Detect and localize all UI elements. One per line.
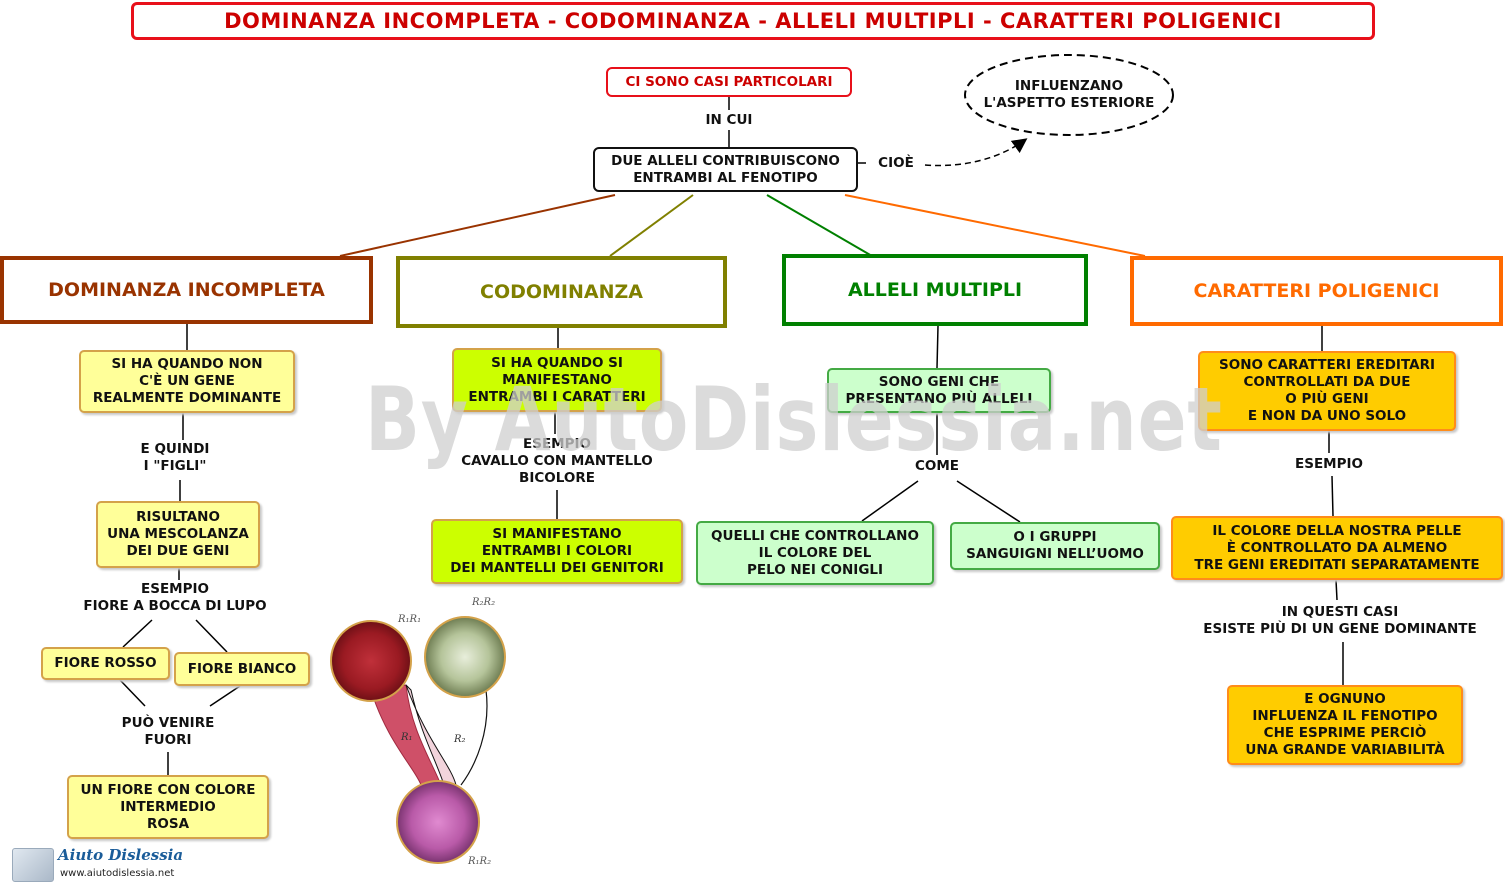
special-cases-box: CI SONO CASI PARTICOLARI bbox=[606, 67, 852, 97]
white-flower-box: FIORE BIANCO bbox=[174, 652, 310, 686]
category-caratteri-poligenici: CARATTERI POLIGENICI bbox=[1130, 256, 1503, 326]
col1-definition-box: SI HA QUANDO NON C'È UN GENE REALMENTE D… bbox=[79, 350, 295, 413]
col1-link-e-quindi: E QUINDI I "FIGLI" bbox=[140, 441, 210, 474]
red-flower-photo bbox=[330, 620, 412, 702]
category-alleli-multipli: ALLELI MULTIPLI bbox=[782, 254, 1088, 326]
link-in-cui: IN CUI bbox=[705, 112, 753, 128]
col1-link-esempio: ESEMPIO FIORE A BOCCA DI LUPO bbox=[83, 581, 267, 614]
dashed-ellipse bbox=[964, 54, 1174, 136]
col4-link-esempio: ESEMPIO bbox=[1295, 456, 1363, 472]
col1-mix-box: RISULTANO UNA MESCOLANZA DEI DUE GENI bbox=[96, 501, 260, 568]
col4-skin-box: IL COLORE DELLA NOSTRA PELLE È CONTROLLA… bbox=[1171, 516, 1503, 580]
r2r2-label: R₂R₂ bbox=[471, 597, 495, 608]
col2-colors-box: SI MANIFESTANO ENTRAMBI I COLORI DEI MAN… bbox=[431, 519, 683, 584]
category-codominanza: CODOMINANZA bbox=[396, 256, 727, 328]
exterior-influence-box: INFLUENZANO L'ASPETTO ESTERIORE bbox=[983, 78, 1155, 111]
col3-link-come: COME bbox=[914, 458, 960, 474]
book-icon bbox=[12, 848, 54, 882]
col3-rabbits-box: QUELLI CHE CONTROLLANO IL COLORE DEL PEL… bbox=[696, 521, 934, 585]
watermark: By AutoDislessia.net bbox=[365, 368, 1223, 471]
col2-definition-box: SI HA QUANDO SI MANIFESTANO ENTRAMBI I C… bbox=[452, 348, 662, 412]
logo-name: Aiuto Dislessia bbox=[58, 846, 184, 864]
r1r2-label: R₁R₂ bbox=[467, 856, 491, 867]
pink-flower-photo bbox=[396, 780, 480, 864]
col4-definition-box: SONO CARATTERI EREDITARI CONTROLLATI DA … bbox=[1198, 351, 1456, 431]
white-flower-photo bbox=[424, 616, 506, 698]
logo-url: www.aiutodislessia.net bbox=[60, 868, 175, 879]
two-alleles-box: DUE ALLELI CONTRIBUISCONO ENTRAMBI AL FE… bbox=[593, 147, 858, 192]
page-title: DOMINANZA INCOMPLETA - CODOMINANZA - ALL… bbox=[131, 2, 1375, 40]
col4-variability-box: E OGNUNO INFLUENZA IL FENOTIPO CHE ESPRI… bbox=[1227, 685, 1463, 765]
red-flower-box: FIORE ROSSO bbox=[41, 647, 170, 680]
link-cioe: CIOÈ bbox=[878, 155, 914, 171]
site-logo: Aiuto Dislessia www.aiutodislessia.net bbox=[12, 846, 184, 886]
r2-gamete-line bbox=[460, 689, 488, 786]
col2-link-esempio: ESEMPIO CAVALLO CON MANTELLO BICOLORE bbox=[461, 436, 653, 486]
col3-blood-groups-box: O I GRUPPI SANGUIGNI NELL’UOMO bbox=[950, 522, 1160, 570]
col3-definition-box: SONO GENI CHE PRESENTANO PIÙ ALLELI bbox=[827, 368, 1051, 413]
category-dominanza-incompleta: DOMINANZA INCOMPLETA bbox=[0, 256, 373, 324]
r2-label: R₂ bbox=[453, 734, 466, 745]
col1-intermediate-box: UN FIORE CON COLORE INTERMEDIO ROSA bbox=[67, 775, 269, 839]
col4-link-in-questi-casi: IN QUESTI CASI ESISTE PIÙ DI UN GENE DOM… bbox=[1203, 604, 1477, 637]
r1r1-label: R₁R₁ bbox=[397, 614, 421, 625]
snapdragon-cross-illustration: R₁R₁ R₂R₂ R₁ R₂ R₁R₂ bbox=[330, 597, 506, 867]
col1-link-puo-venire: PUÒ VENIRE FUORI bbox=[121, 715, 215, 748]
r1-label: R₁ bbox=[400, 732, 413, 743]
